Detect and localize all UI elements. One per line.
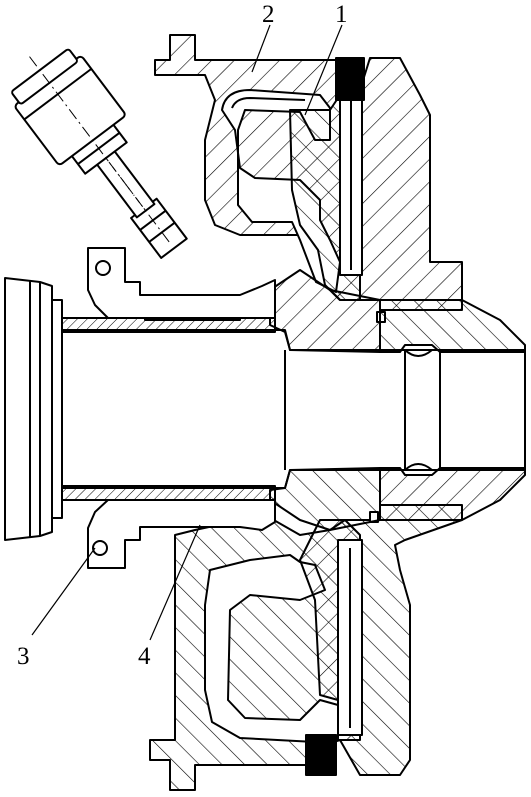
callout-3: 3	[17, 643, 30, 670]
coupling-flange	[29, 280, 41, 538]
leader-3	[31, 547, 96, 636]
coupling-hub	[51, 299, 63, 519]
coupling-left	[4, 277, 53, 541]
leader-4	[149, 524, 201, 641]
hub-center-lower	[269, 467, 381, 531]
callout-2: 2	[262, 1, 275, 28]
bearing-cover-lower	[87, 499, 276, 569]
shaft-step-lines	[284, 350, 441, 470]
callout-4: 4	[138, 643, 151, 670]
callout-1: 1	[335, 1, 348, 28]
leader-2	[251, 24, 271, 73]
lubricator	[11, 48, 188, 259]
bolt-hole-upper	[95, 260, 111, 276]
bearing-cover-upper	[87, 247, 276, 319]
seal-ring-upper	[335, 57, 365, 101]
shaft	[59, 329, 526, 489]
hub-right-lower	[379, 467, 526, 521]
sleeve-lines	[85, 329, 245, 489]
leader-1	[304, 24, 343, 116]
volute-upper-inner	[231, 97, 306, 109]
shaft-groove	[404, 349, 433, 471]
seal-ring-lower	[305, 734, 337, 776]
bolt-hole-lower	[92, 540, 108, 556]
hub-right	[379, 299, 526, 353]
